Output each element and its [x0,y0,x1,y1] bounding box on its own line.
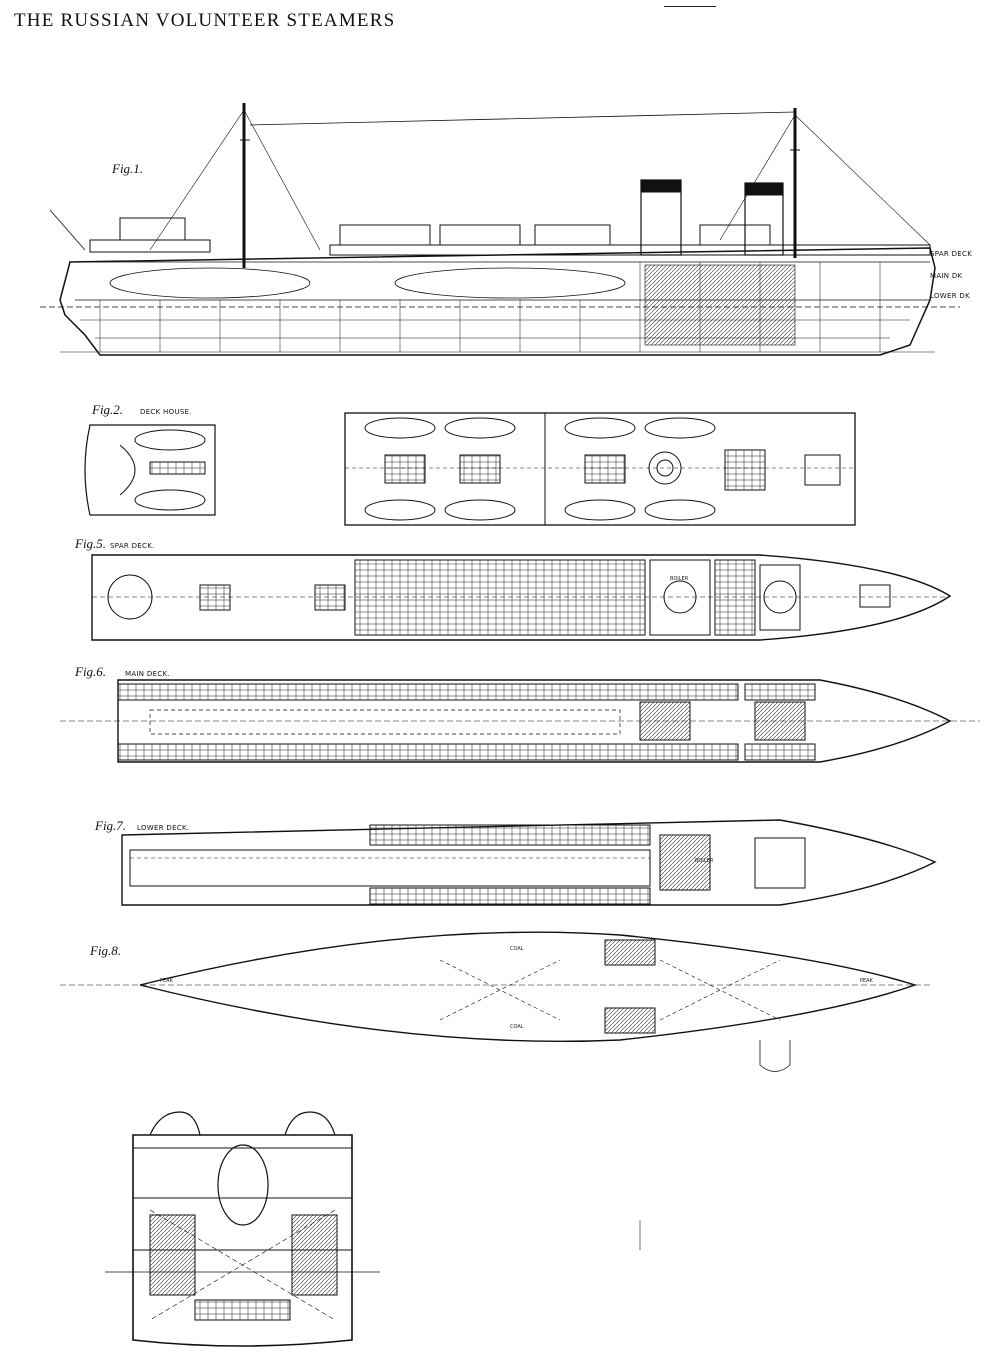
coal-label-top: COAL [510,946,524,952]
spar-deck-label: SPAR DECK [930,250,972,258]
flying-bridge-plan [344,412,856,526]
coal-label-bottom: COAL [510,1024,524,1030]
fig1-label: Fig.1. [111,161,143,176]
fig5-label: Fig.5. [74,536,106,551]
fig8-label: Fig.8. [89,943,121,958]
top-rule [664,6,716,7]
fig6-main-deck: Fig.6. MAIN DECK. [60,664,980,763]
peak-label-fwd: PEAK [860,978,874,984]
fig2-deck-house: Fig.2. DECK HOUSE. [84,402,216,516]
fig8-hold: Fig.8. COAL COAL PEAK PEAK [60,931,930,1072]
fig5-spar-deck: Fig.5. SPAR DECK. BOILER [74,536,952,641]
fig1-profile: Fig.1. [40,103,972,356]
fig6-label: Fig.6. [74,664,106,679]
spar-boiler-label: BOILER [670,576,689,582]
fig7-caption: LOWER DECK. [137,824,189,832]
fig7-label: Fig.7. [94,818,126,833]
fig7-lower-deck: Fig.7. LOWER DECK. BOILER [94,818,937,906]
lower-deck-label: LOWER DK [930,292,970,300]
fig5-caption: SPAR DECK. [110,542,155,550]
lower-boiler-label: BOILER [695,858,714,864]
fig2-caption: DECK HOUSE. [140,408,192,416]
fig6-caption: MAIN DECK. [125,670,170,678]
page-title: THE RUSSIAN VOLUNTEER STEAMERS [14,10,396,31]
main-deck-label: MAIN DK [930,272,963,280]
midship-section [105,1111,380,1347]
peak-label-aft: PEAK [160,978,174,984]
fig2-label: Fig.2. [91,402,123,417]
